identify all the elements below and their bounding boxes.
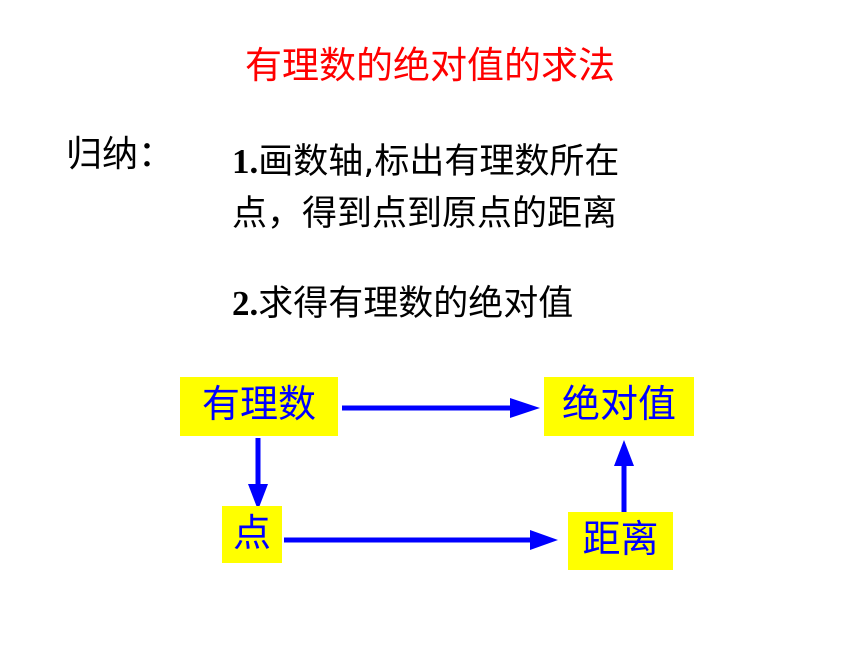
- rational-number-box: 有理数: [180, 377, 338, 436]
- step-1-number: 1.: [232, 142, 259, 181]
- arrowhead-distance-to-absolute: [614, 440, 634, 466]
- step-2: 2.求得有理数的绝对值: [232, 278, 573, 330]
- arrowhead-point-to-distance: [530, 530, 558, 550]
- page-title: 有理数的绝对值的求法: [245, 44, 615, 87]
- step-1: 1.画数轴,标出有理数所在 点，得到点到原点的距离: [232, 136, 619, 240]
- step-2-line-1: 求得有理数的绝对值: [258, 284, 574, 324]
- point-box: 点: [222, 506, 282, 563]
- summary-label: 归纳：: [66, 134, 175, 175]
- distance-box: 距离: [568, 512, 673, 570]
- step-1-line-2: 点，得到点到原点的距离: [232, 194, 618, 234]
- arrowhead-rational-to-absolute: [510, 398, 540, 418]
- arrowhead-rational-to-point: [248, 484, 268, 510]
- step-1-line-1: 画数轴,标出有理数所在: [258, 142, 620, 182]
- step-2-number: 2.: [232, 284, 259, 323]
- absolute-value-box: 绝对值: [544, 377, 694, 436]
